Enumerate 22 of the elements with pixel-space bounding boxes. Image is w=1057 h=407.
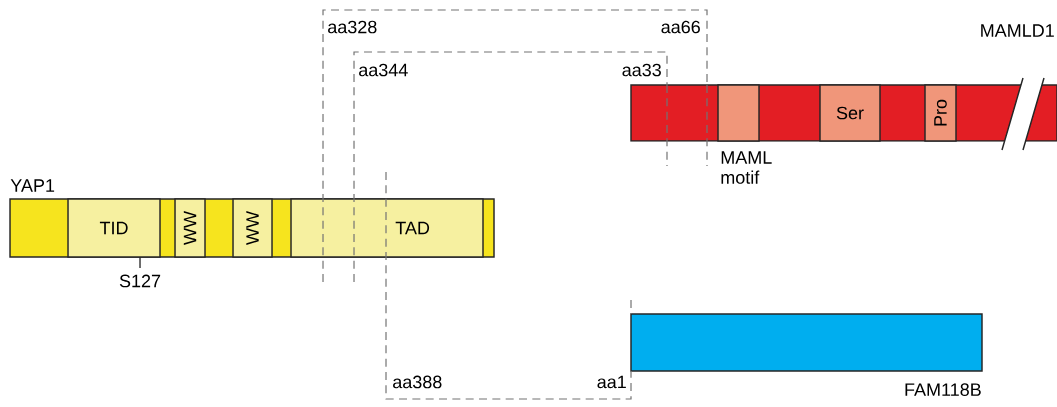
node-label: FAM118B [905, 383, 981, 396]
domain-box: WW [232, 198, 273, 258]
breakpoint-label: aa388 [393, 375, 442, 389]
protein-bar: FAM118B [630, 313, 983, 396]
node-label: YAP1 [10, 179, 55, 192]
fusion-connector [385, 171, 632, 400]
fusion-connector [353, 51, 668, 283]
domain-box: TAD [290, 198, 484, 258]
breakpoint-label: aa344 [359, 63, 408, 77]
domain-box: WW [174, 198, 206, 258]
domain-box: TID [67, 198, 161, 258]
breakpoint-label: aa328 [328, 20, 377, 34]
domain-box [717, 84, 760, 142]
site-label: S127 [119, 274, 161, 288]
domain-box: Pro [924, 84, 957, 142]
breakpoint-label: aa33 [622, 63, 661, 77]
fusion-connector [322, 9, 708, 283]
breakpoint-label: aa66 [661, 20, 700, 34]
breakpoint-label: aa1 [597, 375, 626, 389]
domain-caption: MAML motif [721, 151, 772, 184]
node-label: MAMLD1 [981, 24, 1054, 37]
domain-box: Ser [819, 84, 881, 142]
